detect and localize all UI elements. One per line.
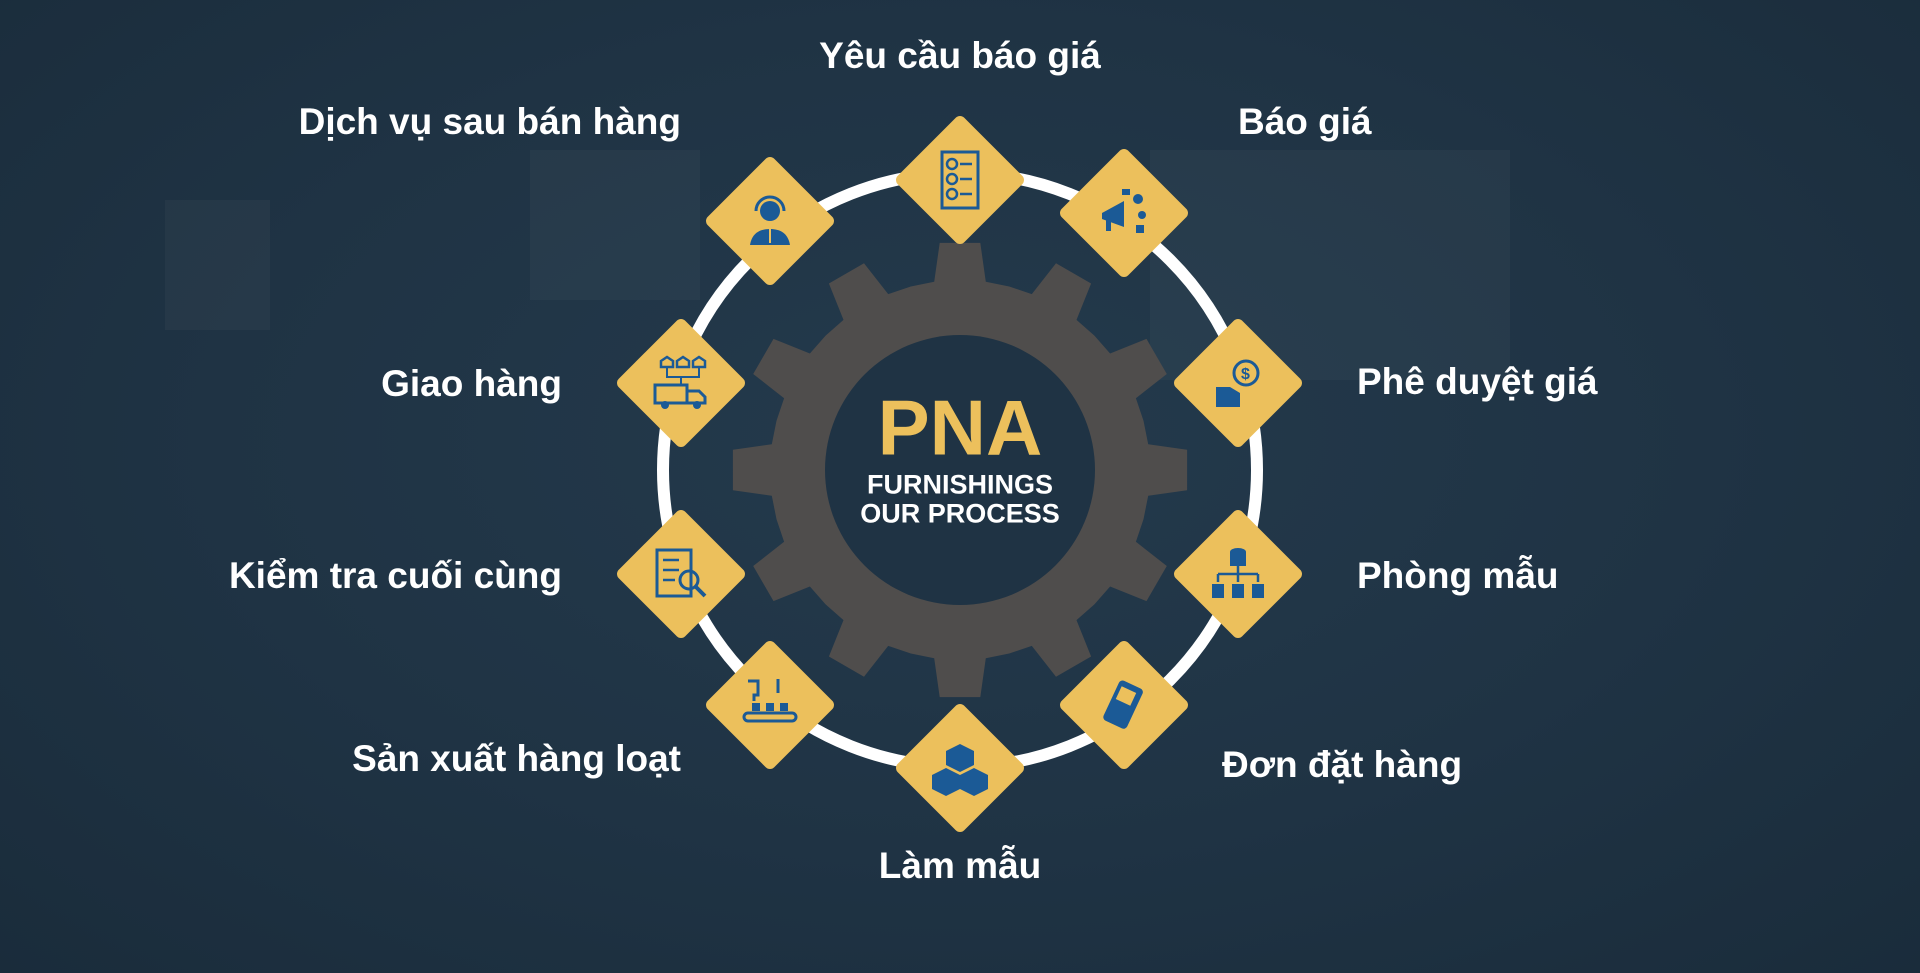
step-label-showroom: Phòng mẫu [1357,555,1559,596]
step-label-after-sales: Dịch vụ sau bán hàng [298,101,681,142]
inspection-checklist-icon [649,542,713,606]
delivery-truck-icon [649,351,713,415]
step-label-quotation: Báo giá [1238,101,1372,142]
boxes-icon [928,736,992,800]
price-approval-icon: $ [1206,351,1270,415]
database-hierarchy-icon [1206,542,1270,606]
customer-support-icon [738,189,802,253]
step-label-quote-request: Yêu cầu báo giá [819,35,1101,76]
megaphone-promotion-icon [1092,181,1156,245]
step-label-order: Đơn đặt hàng [1222,744,1463,785]
step-label-final-inspection: Kiểm tra cuối cùng [228,555,562,596]
brand-subtitle: FURNISHINGS [866,469,1054,500]
svg-text:$: $ [1241,366,1250,383]
process-subtitle: OUR PROCESS [860,498,1060,529]
brand-title: PNA [877,383,1043,472]
step-label-price-approval: Phê duyệt giá [1357,361,1598,402]
step-label-mass-production: Sản xuất hàng loạt [352,738,681,779]
quote-document-icon [928,148,992,212]
step-label-delivery: Giao hàng [381,363,562,404]
payment-terminal-icon [1092,673,1156,737]
step-label-sampling: Làm mẫu [878,845,1042,886]
gear-hub [825,335,1095,605]
conveyor-production-icon [738,673,802,737]
